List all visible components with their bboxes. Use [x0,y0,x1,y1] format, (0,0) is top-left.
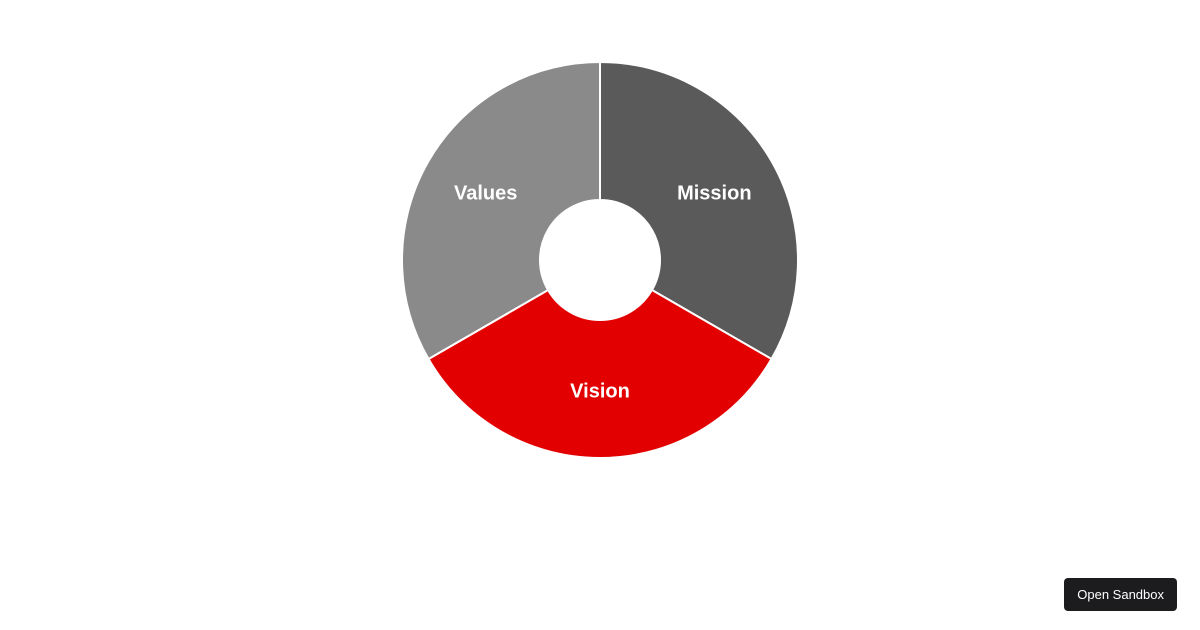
open-sandbox-button[interactable]: Open Sandbox [1064,578,1177,611]
slice-mission[interactable] [599,60,799,361]
slice-label-vision: Vision [570,380,630,402]
slice-vision[interactable] [427,288,773,459]
slice-label-mission: Mission [677,182,751,204]
slice-label-values: Values [454,182,517,204]
slice-values[interactable] [401,60,601,361]
